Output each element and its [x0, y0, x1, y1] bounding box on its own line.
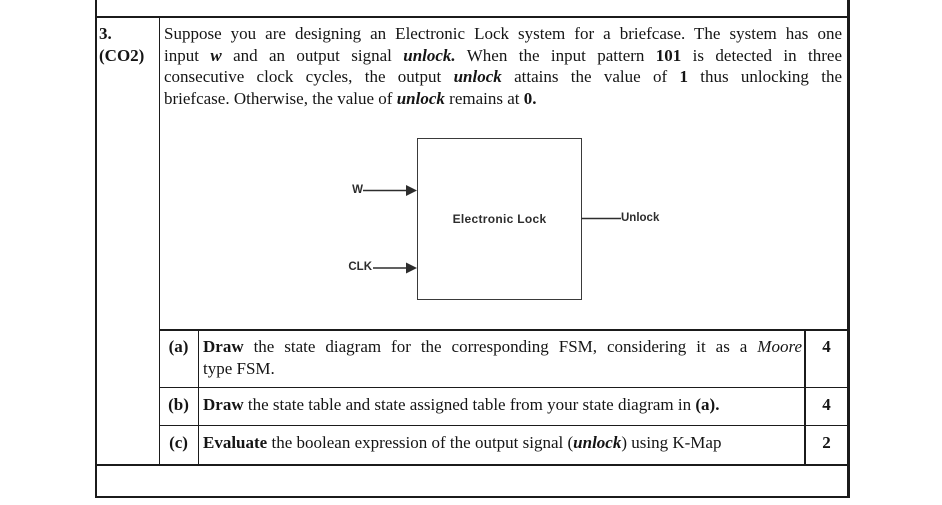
- subtable-border-a-top: [158, 329, 849, 331]
- question-co-tag: (CO2): [99, 45, 145, 65]
- question-text: Suppose you are designing an Electronic …: [164, 23, 842, 109]
- subquestion-b-marks: 4: [822, 395, 831, 414]
- subquestion-b-text: Draw the state table and state assigned …: [203, 394, 802, 416]
- table-border-right: [847, 0, 850, 498]
- text-line: briefcase. Otherwise, the value of unloc…: [164, 88, 537, 108]
- input-clk-label: CLK: [348, 261, 372, 273]
- subquestion-c-letter: (c): [169, 433, 188, 452]
- electronic-lock-block: Electronic Lock: [417, 138, 582, 300]
- w-input-arrowhead-icon: [406, 185, 417, 196]
- subtable-marks-divider: [804, 329, 806, 465]
- subquestion-a-text: Draw the state diagram for the correspon…: [203, 336, 802, 379]
- subtable-letter-divider: [197, 329, 199, 465]
- text-line: type FSM.: [203, 358, 275, 378]
- subtable-border-a-b: [158, 386, 849, 388]
- text-line: Suppose you are designing an Electronic …: [164, 24, 842, 43]
- subquestion-c-text: Evaluate the boolean expression of the o…: [203, 432, 802, 454]
- subquestion-a-letter: (a): [168, 337, 189, 356]
- table-border-row-bottom: [95, 464, 849, 466]
- input-w-label: W: [352, 184, 363, 196]
- text-line: consecutive clock cycles, the output unl…: [164, 67, 843, 86]
- table-border-bottom: [95, 496, 849, 498]
- subquestion-a-marks: 4: [822, 337, 831, 356]
- text-line: Evaluate the boolean expression of the o…: [203, 433, 722, 452]
- table-border-left: [95, 0, 97, 498]
- text-line: Draw the state table and state assigned …: [203, 395, 720, 414]
- question-number-cell: 3. (CO2): [99, 23, 157, 66]
- output-unlock-label: Unlock: [621, 212, 660, 224]
- subquestion-b-letter: (b): [168, 395, 189, 414]
- text-line: input w and an output signal unlock. Whe…: [164, 45, 842, 65]
- subquestion-c-marks: 2: [822, 433, 831, 452]
- table-column-divider: [158, 16, 160, 465]
- empty-row: [97, 466, 847, 496]
- subtable-border-b-c: [158, 424, 849, 426]
- text-line: Draw the state diagram for the correspon…: [203, 337, 802, 356]
- clk-input-arrowhead-icon: [406, 262, 417, 274]
- question-number: 3.: [99, 24, 112, 43]
- block-label: Electronic Lock: [452, 212, 547, 226]
- table-border-row-top: [95, 16, 849, 18]
